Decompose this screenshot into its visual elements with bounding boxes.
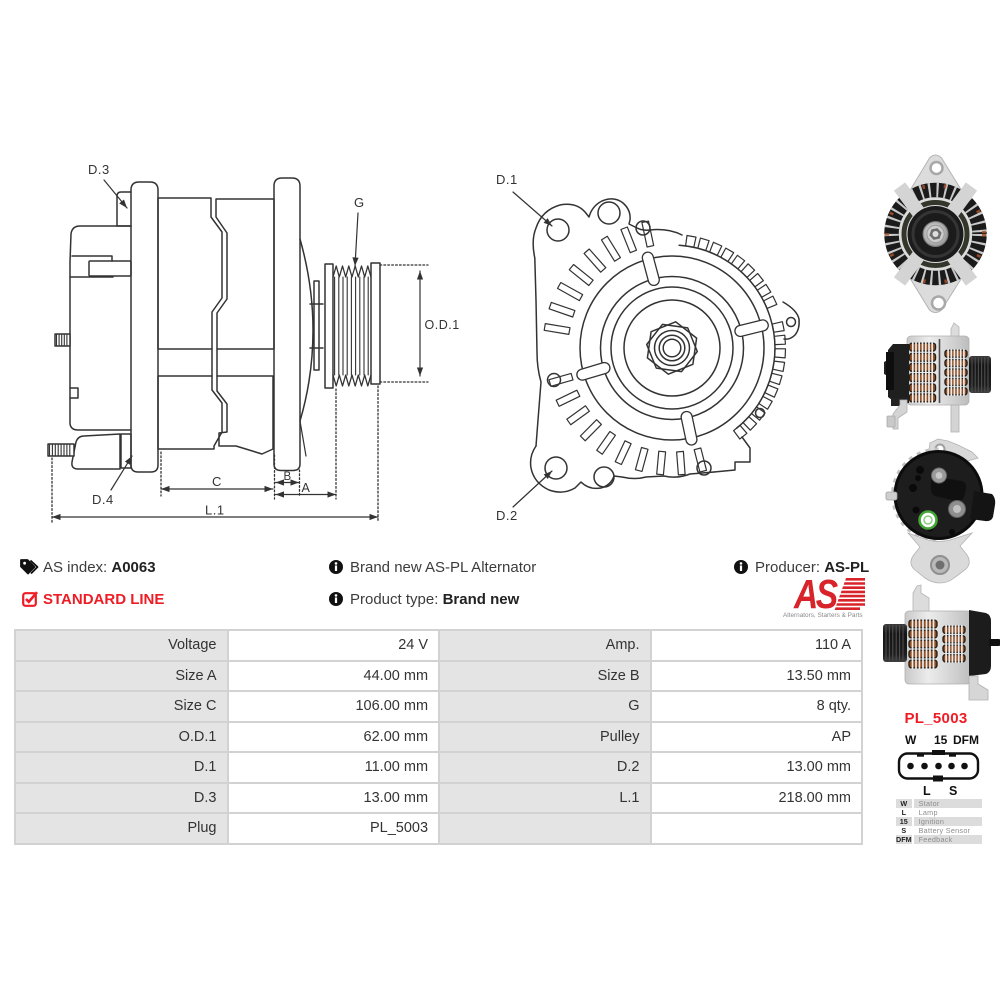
svg-text:C: C (212, 474, 222, 489)
svg-text:D.4: D.4 (92, 492, 114, 507)
svg-text:D.1: D.1 (496, 172, 518, 187)
svg-text:D.2: D.2 (496, 508, 518, 523)
svg-text:D.3: D.3 (88, 162, 110, 177)
svg-text:G: G (354, 195, 365, 210)
svg-text:L.1: L.1 (205, 503, 225, 518)
svg-text:AS: AS (793, 576, 838, 617)
svg-text:B: B (284, 471, 292, 483)
svg-text:O.D.1: O.D.1 (425, 318, 460, 332)
svg-text:Alternators, Starters & Parts: Alternators, Starters & Parts (783, 612, 863, 619)
svg-text:A: A (302, 481, 311, 495)
